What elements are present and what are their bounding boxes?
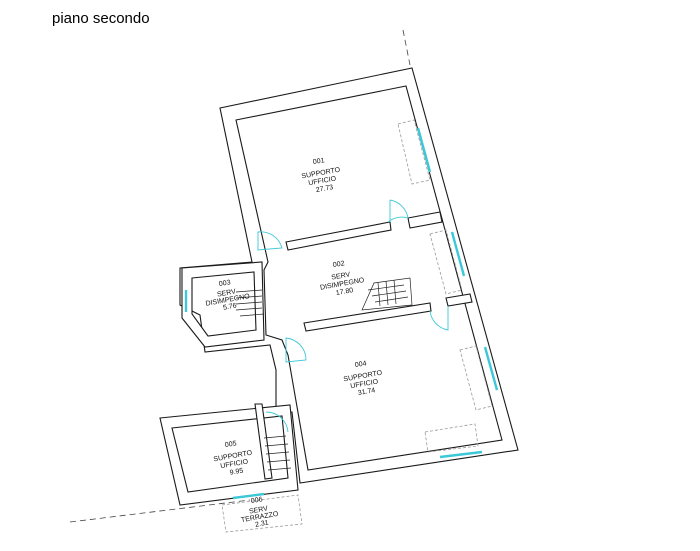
furniture-004	[459, 345, 493, 411]
stair-002-treads	[367, 279, 409, 307]
door-004-left	[285, 337, 307, 363]
wall-002-004	[303, 302, 432, 332]
stair-003-treads	[235, 289, 265, 317]
room-006-name-1: SERV	[249, 505, 269, 515]
furniture-004-bottom	[424, 423, 479, 453]
furniture-001	[397, 119, 431, 185]
wall-001-right	[407, 211, 443, 229]
door-001	[389, 199, 409, 222]
stair-002	[361, 277, 413, 311]
wall-001-002	[285, 221, 392, 251]
axis-line-top	[402, 29, 411, 66]
stairs	[235, 277, 413, 471]
window-001	[416, 127, 432, 173]
floor-title: piano secondo	[52, 10, 150, 27]
room-001-label: 001 SUPPORTO UFFICIO 27.73	[299, 155, 345, 197]
room-002-name-1: SERV	[331, 271, 351, 281]
wall-004-right	[445, 293, 473, 307]
room-006-label: 006 SERV TERRAZZO 2.31	[238, 494, 282, 531]
window-004-bottom	[439, 450, 483, 459]
furniture-outlines	[221, 119, 493, 533]
door-002	[257, 231, 283, 251]
room-005-wall	[159, 404, 299, 506]
door-004	[429, 306, 449, 331]
door-001-arc	[387, 216, 409, 223]
window-004	[483, 346, 499, 391]
room-005-label: 005 SUPPORTO UFFICIO 9.95	[211, 438, 257, 480]
room-003-wall	[181, 261, 265, 348]
window-005	[232, 492, 265, 500]
room-001-name-2: UFFICIO	[308, 175, 337, 187]
axis-line-bottom	[69, 499, 251, 523]
walls	[159, 67, 519, 506]
door-005	[265, 411, 289, 433]
room-002-label: 002 SERV DISIMPEGNO 17.80	[316, 257, 368, 300]
window-002	[450, 231, 466, 277]
room-003-name-1: SERV	[217, 288, 237, 298]
furniture-002	[429, 229, 463, 295]
room-005-name-2: UFFICIO	[220, 458, 249, 470]
terrace-outline	[221, 494, 303, 533]
room-004-name-2: UFFICIO	[350, 378, 379, 390]
doors	[257, 199, 449, 433]
outer-wall-main	[179, 67, 519, 484]
wall-005-stair	[254, 403, 273, 480]
stair-005-treads	[263, 435, 292, 471]
windows	[184, 127, 499, 500]
room-004-label: 004 SUPPORTO UFFICIO 31.74	[341, 358, 387, 400]
